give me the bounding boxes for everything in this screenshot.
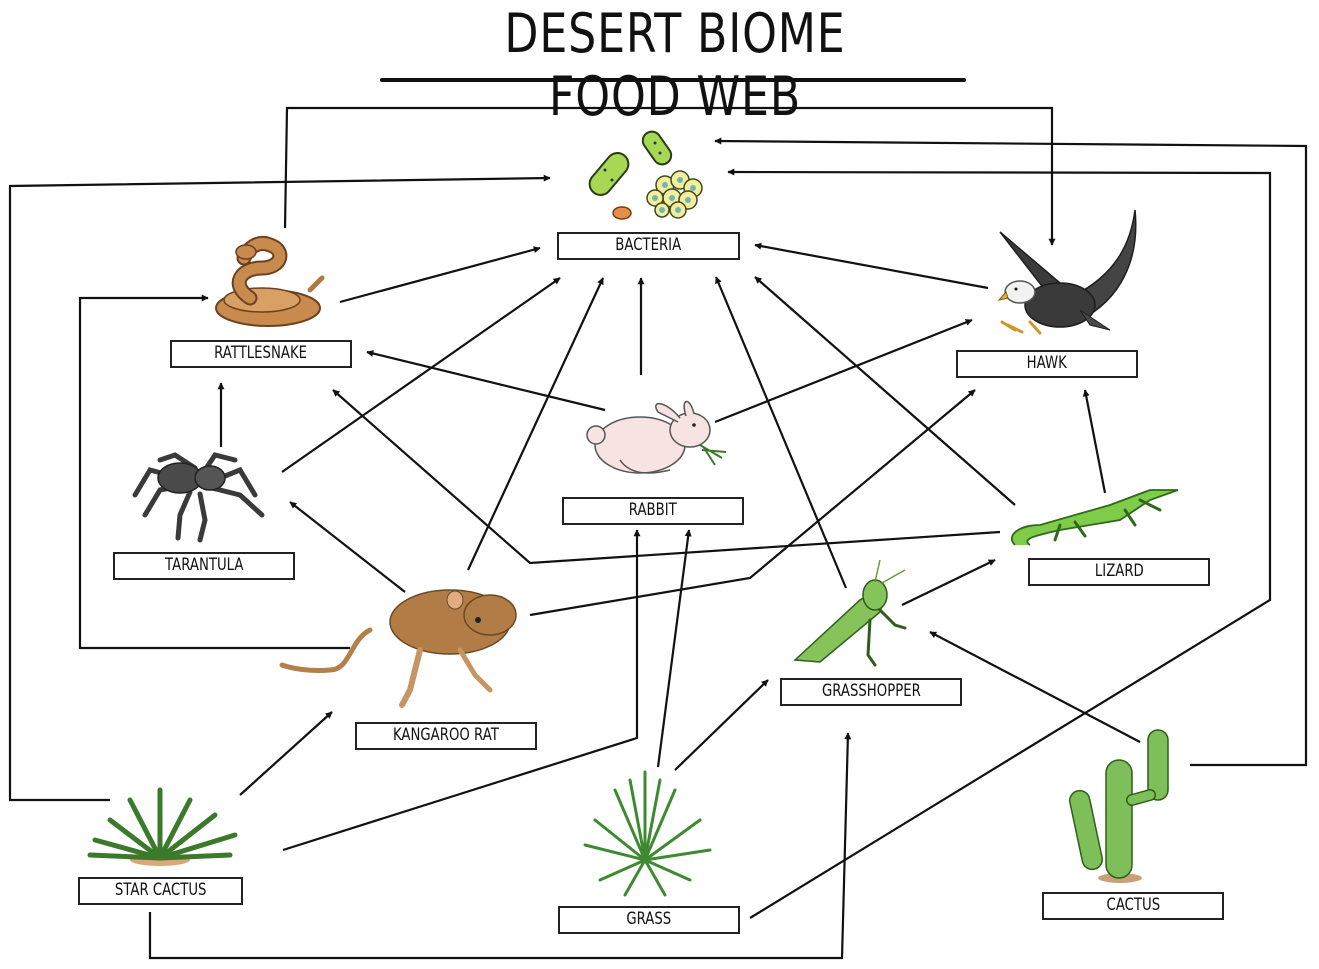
- rattlesnake-icon: [215, 236, 325, 327]
- arrow-hawk-bacteria: [754, 242, 989, 290]
- arrow-cactus-grasshopper: [929, 631, 1141, 743]
- label-hawk: HAWK: [956, 350, 1138, 378]
- title-underline: [380, 78, 966, 82]
- arrow-kangaroorat-rattlesnake: [78, 294, 350, 650]
- arrow-rabbit-rattlesnake: [366, 350, 606, 412]
- grasshopper-icon: [793, 559, 907, 667]
- label-grass: GRASS: [558, 906, 740, 934]
- diagram-title: DESERT BIOME FOOD WEB: [504, 2, 846, 128]
- arrow-lizard-bacteria: [754, 276, 1016, 506]
- label-kangaroo-rat: KANGAROO RAT: [355, 722, 537, 750]
- bacteria-icon: [588, 130, 703, 220]
- arrow-grass-grasshopper: [674, 679, 769, 771]
- tarantula-icon: [132, 452, 265, 543]
- arrow-rattlesnake-hawk: [283, 106, 1056, 246]
- arrow-grass-rabbit: [656, 529, 692, 768]
- arrow-grass-bacteria-top: [727, 168, 1272, 919]
- label-lizard: LIZARD: [1028, 558, 1210, 586]
- arrow-grasshopper-lizard: [901, 559, 996, 606]
- arrow-cactus-bacteria-top: [714, 137, 1308, 767]
- label-tarantula: TARANTULA: [113, 552, 295, 580]
- star-cactus-icon: [87, 787, 238, 866]
- lizard-icon: [1010, 489, 1179, 546]
- label-rabbit: RABBIT: [562, 497, 744, 525]
- arrow-starcactus-kangaroorat: [239, 711, 333, 796]
- label-rattlesnake: RATTLESNAKE: [170, 340, 352, 368]
- arrow-grasshopper-bacteria: [714, 276, 848, 589]
- arrow-lizard-rattlesnake: [332, 389, 1001, 565]
- arrow-lizard-hawk: [1082, 389, 1107, 494]
- arrow-kangaroorat-hawk: [529, 389, 976, 617]
- arrow-starcactus-grasshopper: [148, 732, 852, 960]
- rabbit-icon: [586, 400, 727, 474]
- arrow-kangaroorat-tarantula: [289, 501, 406, 593]
- arrow-starcactus-rabbit: [282, 529, 641, 852]
- kangaroo-rat-icon: [279, 589, 517, 708]
- label-cactus: CACTUS: [1042, 892, 1224, 920]
- arrow-rabbit-hawk: [714, 318, 973, 424]
- arrow-starcactus-bacteria: [8, 174, 551, 802]
- grass-icon: [583, 770, 712, 897]
- label-star-cactus: STAR CACTUS: [78, 877, 243, 905]
- arrow-rattlesnake-bacteria: [339, 246, 541, 304]
- arrow-kangaroorat-bacteria: [467, 277, 604, 571]
- hawk-icon: [997, 209, 1137, 335]
- label-bacteria: BACTERIA: [557, 232, 740, 260]
- label-grasshopper: GRASSHOPPER: [780, 678, 962, 706]
- cactus-icon: [1069, 729, 1169, 883]
- arrow-tarantula-bacteria: [281, 277, 561, 473]
